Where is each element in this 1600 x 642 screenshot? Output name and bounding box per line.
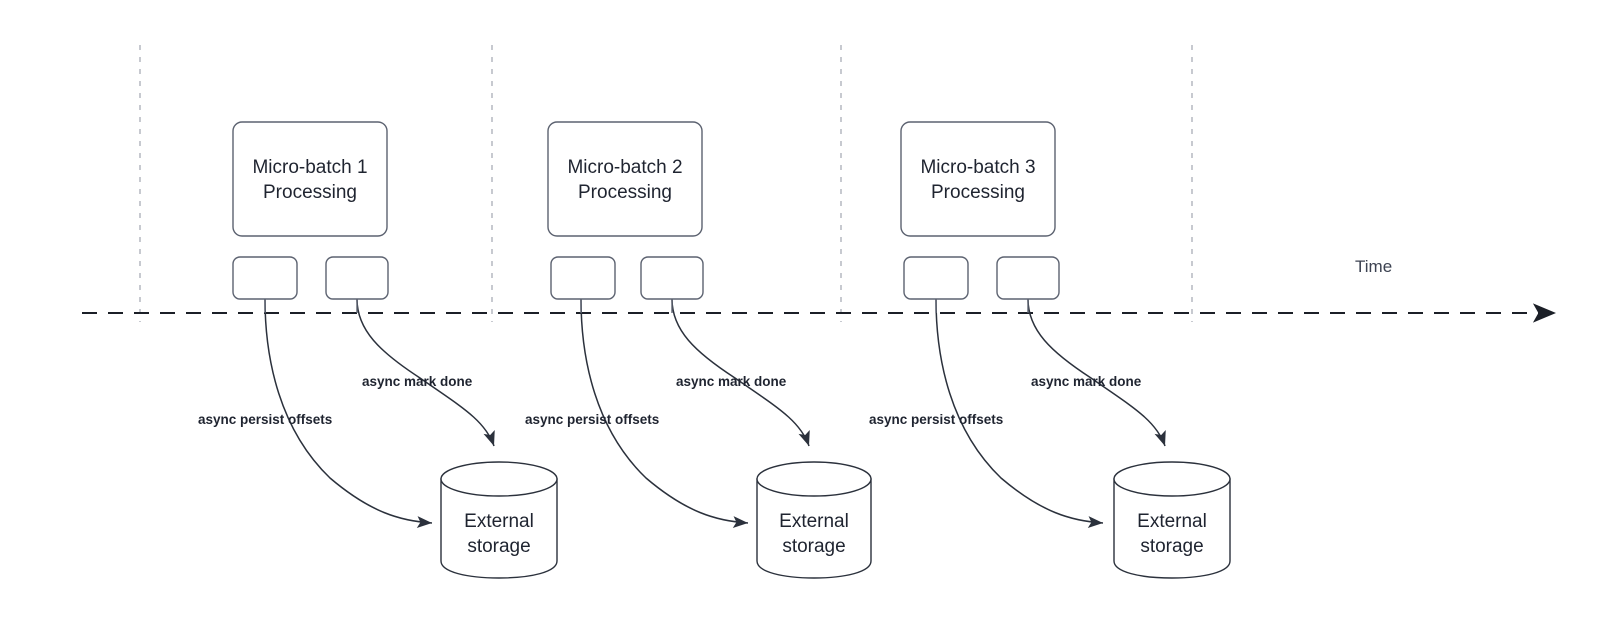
- external-storage-cylinder-1[interactable]: [440, 461, 558, 579]
- mark-done-task-box-2[interactable]: [640, 256, 704, 300]
- persist-offsets-label-3: async persist offsets: [869, 412, 1003, 427]
- persist-offsets-arrow-1: [264, 298, 433, 528]
- persist-offsets-label-2: async persist offsets: [525, 412, 659, 427]
- mark-done-task-box-1[interactable]: [325, 256, 389, 300]
- time-axis-label: Time: [1355, 257, 1392, 276]
- external-storage-label-1-line2: storage: [467, 536, 530, 557]
- mark-done-arrow-1: [356, 298, 495, 447]
- mark-done-task-box-3[interactable]: [996, 256, 1060, 300]
- mark-done-arrow-3: [1027, 298, 1166, 447]
- mark-done-label-2: async mark done: [676, 374, 787, 389]
- persist-offsets-label-1: async persist offsets: [198, 412, 332, 427]
- external-storage-cylinder-2[interactable]: [756, 461, 872, 579]
- mark-done-label-3: async mark done: [1031, 374, 1142, 389]
- micro-batch-3-label-line2: Processing: [931, 182, 1025, 203]
- external-storage-cylinder-3[interactable]: [1113, 461, 1231, 579]
- external-storage-label-1-line1: External: [464, 511, 534, 532]
- mark-done-label-1: async mark done: [362, 374, 473, 389]
- micro-batch-1-label-line1: Micro-batch 1: [252, 157, 367, 178]
- micro-batch-3-label-line1: Micro-batch 3: [920, 157, 1035, 178]
- micro-batch-1-label-line2: Processing: [263, 182, 357, 203]
- micro-batch-1-box[interactable]: [232, 121, 388, 237]
- persist-offsets-arrow-3: [935, 298, 1104, 528]
- micro-batch-group-3: Micro-batch 3 Processing async persist o…: [869, 121, 1231, 579]
- time-axis-group: Time: [82, 257, 1556, 323]
- persist-task-box-1[interactable]: [232, 256, 298, 300]
- micro-batch-group-1: Micro-batch 1 Processing async persist o…: [198, 121, 558, 579]
- tick-lines-group: [139, 45, 1193, 322]
- persist-task-box-2[interactable]: [550, 256, 616, 300]
- mark-done-arrow-2: [671, 298, 810, 447]
- persist-offsets-arrow-2: [580, 298, 749, 528]
- external-storage-label-3-line2: storage: [1140, 536, 1203, 557]
- external-storage-label-2-line2: storage: [782, 536, 845, 557]
- micro-batch-2-label-line2: Processing: [578, 182, 672, 203]
- micro-batch-2-box[interactable]: [547, 121, 703, 237]
- micro-batch-group-2: Micro-batch 2 Processing async persist o…: [525, 121, 872, 579]
- external-storage-label-3-line1: External: [1137, 511, 1207, 532]
- micro-batch-3-box[interactable]: [900, 121, 1056, 237]
- persist-task-box-3[interactable]: [903, 256, 969, 300]
- external-storage-label-2-line1: External: [779, 511, 849, 532]
- micro-batch-2-label-line1: Micro-batch 2: [567, 157, 682, 178]
